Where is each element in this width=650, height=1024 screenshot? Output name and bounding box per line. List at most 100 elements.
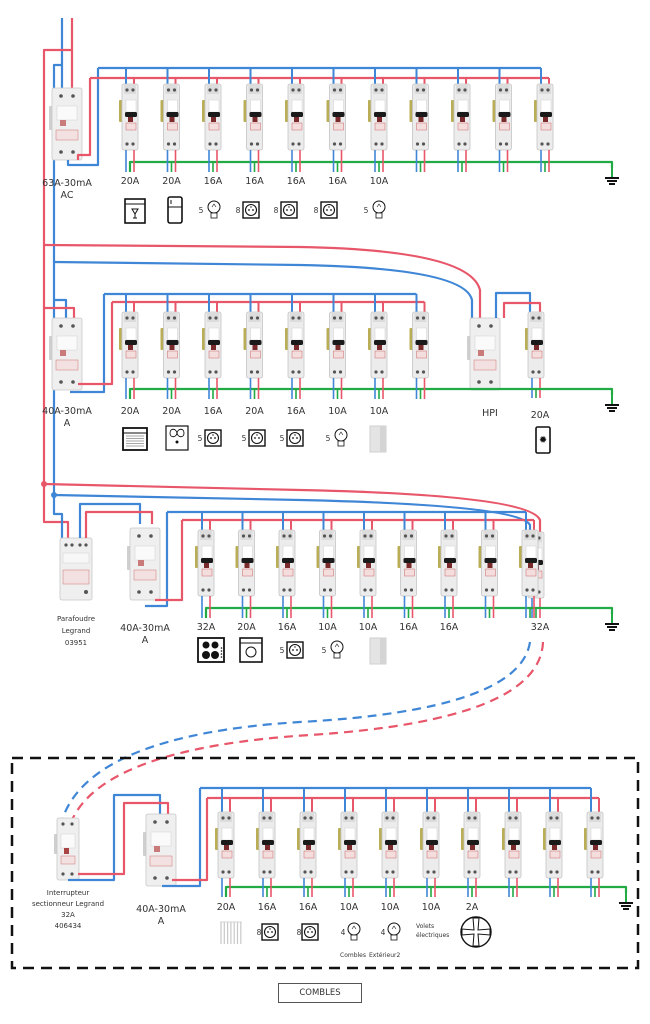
circuit-count: 5 bbox=[364, 206, 369, 215]
circuit-count: 5 bbox=[280, 646, 285, 655]
sub-panel-title: COMBLES bbox=[278, 983, 362, 1003]
circuit-breaker bbox=[460, 811, 481, 879]
rcd3-out-neutral bbox=[145, 512, 169, 608]
breaker-rating: 10A bbox=[340, 902, 359, 913]
circuit-count: 8 bbox=[274, 206, 279, 215]
hpi-out-neutral bbox=[494, 291, 532, 318]
light-bulb-icon bbox=[334, 428, 348, 447]
rcd-switch bbox=[48, 317, 83, 391]
hpi-breaker-rating: 20A bbox=[531, 410, 550, 421]
circuit-count: 8 bbox=[236, 206, 241, 215]
freezer-icon: ✹ bbox=[535, 426, 551, 454]
circuit-breaker bbox=[160, 311, 180, 379]
circuit-count: 5 bbox=[242, 434, 247, 443]
rcd2-out-neutral bbox=[70, 294, 106, 394]
rcd2-in-neutral bbox=[54, 298, 68, 318]
circuit-breaker bbox=[367, 83, 388, 151]
washing-machine-icon bbox=[239, 637, 263, 663]
circuit-breaker bbox=[356, 529, 377, 597]
breaker-rating: 16A bbox=[399, 622, 418, 633]
breaker-rating: 20A bbox=[162, 406, 181, 417]
socket-icon bbox=[280, 201, 298, 219]
rcd-label: 40A-30mA bbox=[42, 406, 92, 417]
circuit-breaker bbox=[284, 83, 305, 151]
rcd-label: A bbox=[64, 418, 71, 429]
breaker-rating: 16A bbox=[440, 622, 459, 633]
heater-panel-icon bbox=[369, 425, 387, 453]
circuit-breaker bbox=[194, 529, 215, 597]
surge-in-phase bbox=[42, 518, 70, 540]
heater-panel-icon bbox=[369, 637, 387, 665]
load-caption-exterieur: Extérieur2 bbox=[369, 952, 400, 959]
circuit-breaker bbox=[118, 311, 139, 379]
fan-icon bbox=[460, 916, 492, 948]
circuit-breaker bbox=[501, 811, 522, 879]
circuit-breaker bbox=[397, 529, 417, 597]
rcd-switch bbox=[48, 87, 83, 161]
circuit-breaker bbox=[255, 811, 276, 879]
breaker-rating: 10A bbox=[422, 902, 441, 913]
hpi-feed-phase bbox=[43, 243, 482, 318]
rcd1-out-neutral bbox=[66, 68, 100, 167]
oven-icon bbox=[122, 427, 148, 451]
rcd2-out-phase bbox=[78, 302, 114, 386]
circuit-count: 8 bbox=[297, 928, 302, 937]
breaker-rating: 16A bbox=[204, 406, 223, 417]
circuit-breaker bbox=[235, 529, 255, 597]
load-caption-combles: Combles bbox=[340, 952, 366, 959]
rcd3-in-neutral bbox=[78, 502, 142, 538]
breaker-rating: 16A bbox=[204, 176, 223, 187]
rcd-label: 40A-30mA bbox=[120, 623, 170, 634]
circuit-count: 8 bbox=[257, 928, 262, 937]
light-bulb-icon bbox=[347, 922, 361, 941]
towel-radiator-icon bbox=[220, 921, 242, 944]
rcd-label: AC bbox=[61, 190, 74, 201]
circuit-count: 5 bbox=[326, 434, 331, 443]
circuit-breaker bbox=[367, 311, 388, 379]
ground-symbol bbox=[618, 890, 634, 910]
breaker-rating: 20A bbox=[245, 406, 264, 417]
light-bulb-icon bbox=[372, 200, 386, 219]
breaker-rating: 10A bbox=[381, 902, 400, 913]
hpi-label: HPI bbox=[482, 408, 498, 419]
breaker-rating: 20A bbox=[162, 176, 181, 187]
ground-symbol bbox=[604, 611, 620, 631]
sub-panel-enclosure bbox=[10, 756, 640, 970]
circuit-breaker bbox=[118, 83, 139, 151]
ground-symbol bbox=[604, 392, 620, 412]
main-phase-riser bbox=[42, 48, 72, 518]
breaker-rating: 20A bbox=[217, 902, 236, 913]
isolator-label: 32A bbox=[61, 911, 75, 919]
rcd1-out-phase bbox=[76, 78, 92, 160]
rcd4-out-phase bbox=[172, 798, 209, 882]
circuit-breaker bbox=[437, 529, 458, 597]
hob-icon bbox=[197, 637, 225, 663]
rcd-switch bbox=[142, 813, 177, 887]
dishwasher-icon bbox=[124, 198, 146, 224]
isolator-label: Interrupteur bbox=[47, 889, 90, 897]
socket-icon bbox=[286, 641, 304, 659]
circuit-count: 5 bbox=[322, 646, 327, 655]
breaker-rating: 16A bbox=[328, 176, 347, 187]
socket-icon bbox=[261, 923, 279, 941]
breaker-rating: 16A bbox=[278, 622, 297, 633]
isolator-label: 406434 bbox=[55, 922, 82, 930]
rcd-switch bbox=[126, 527, 161, 601]
socket-icon bbox=[301, 923, 319, 941]
sub-panel-link-neutral bbox=[60, 641, 532, 821]
breaker-rating: 10A bbox=[328, 406, 347, 417]
shutters-label: électriques bbox=[416, 932, 449, 939]
light-bulb-icon bbox=[207, 200, 221, 219]
breaker-rating: 16A bbox=[258, 902, 277, 913]
rcd-label: A bbox=[142, 635, 149, 646]
circuit-breaker bbox=[275, 529, 296, 597]
circuit-breaker bbox=[243, 83, 263, 151]
circuit-breaker bbox=[201, 83, 222, 151]
circuit-count: 4 bbox=[381, 928, 386, 937]
breaker-rating: 2A bbox=[466, 902, 479, 913]
rcd4-in-neutral bbox=[68, 793, 162, 882]
